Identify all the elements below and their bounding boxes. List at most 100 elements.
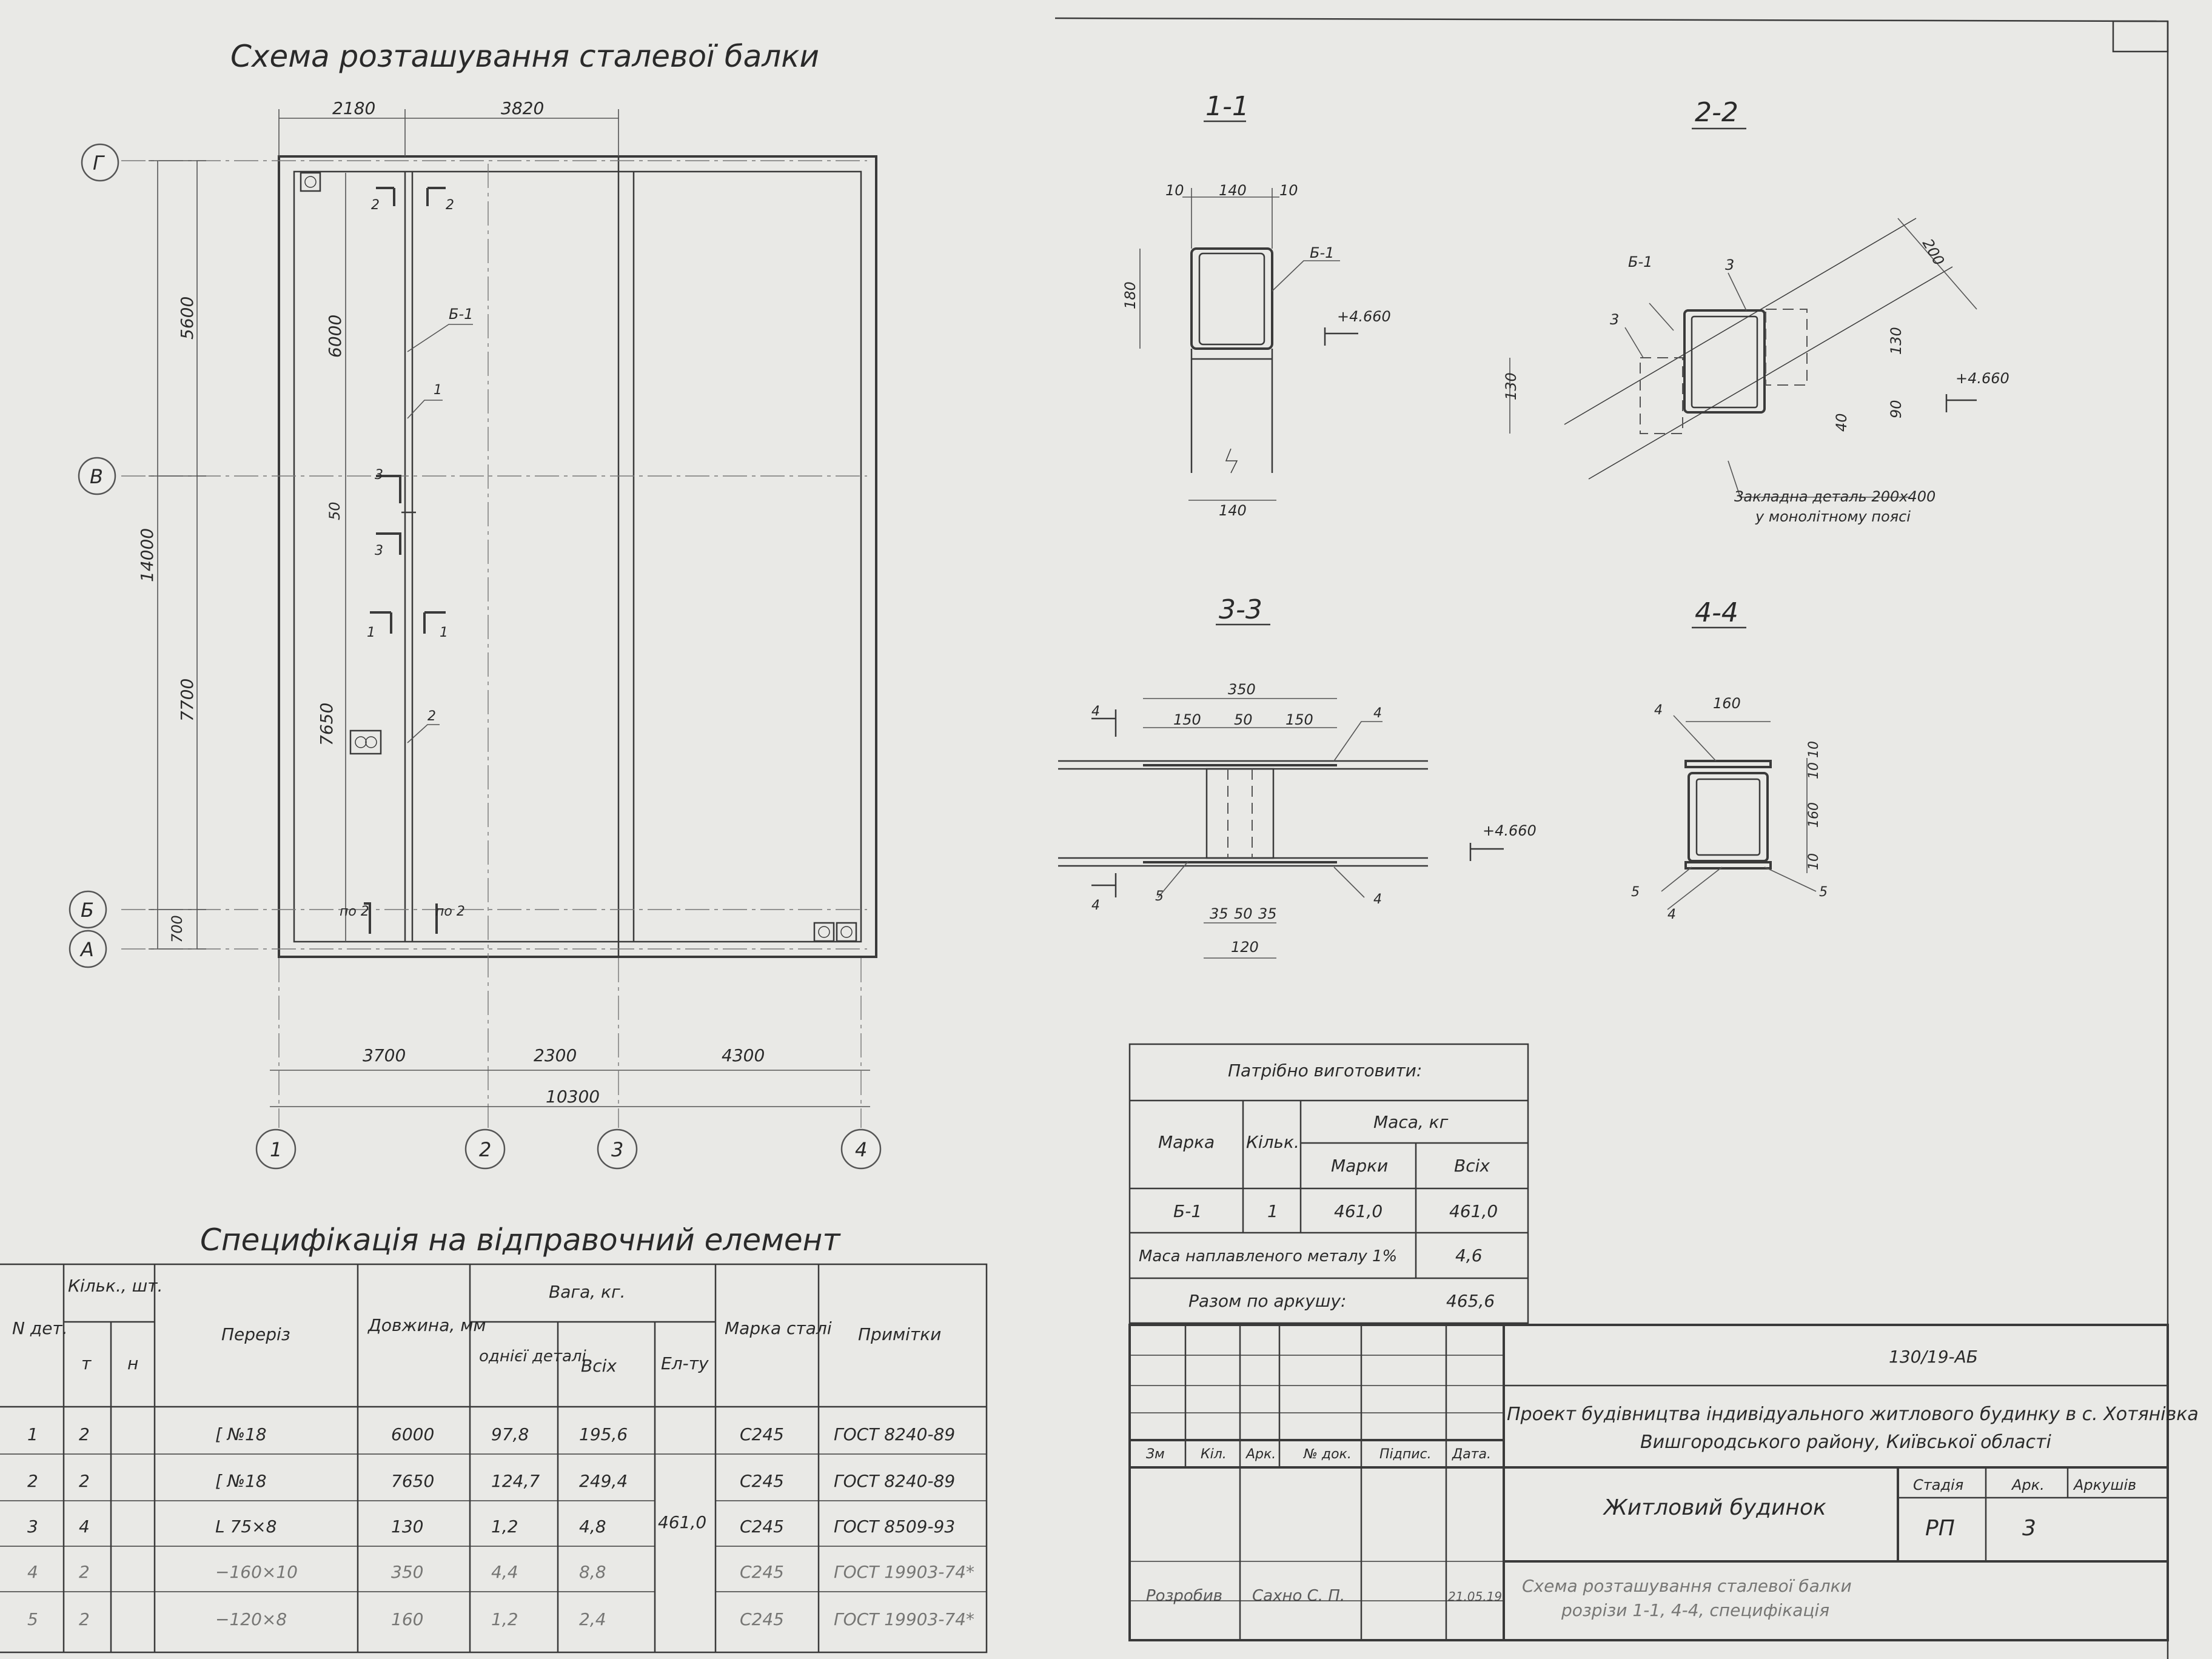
s22-dim-130b: 130 <box>1888 327 1905 355</box>
axis-2: 2 <box>479 1138 491 1161</box>
dim-total: 10300 <box>546 1087 600 1107</box>
dim-bottom-3: 4300 <box>722 1045 765 1065</box>
s33-label-4d: 4 <box>1373 892 1382 907</box>
need-col-mass-mark: Марки <box>1331 1156 1388 1176</box>
spec-cell-len: 350 <box>391 1562 423 1582</box>
s11-label-b1: Б-1 <box>1310 244 1334 261</box>
tb-desc-2: розрізи 1-1, 4-4, специфікація <box>1561 1600 1829 1620</box>
s44-dim-10a: 10 <box>1806 741 1822 758</box>
s11-dim-e: 140 <box>1219 502 1247 519</box>
s44-dim-10c: 10 <box>1806 853 1822 870</box>
spec-cell-steel: С245 <box>740 1517 784 1537</box>
s33-dim-150a: 150 <box>1173 711 1201 728</box>
s22-label-b1: Б-1 <box>1628 253 1652 270</box>
tb-stage: РП <box>1925 1516 1955 1541</box>
spec-h-section: Переріз <box>221 1324 290 1344</box>
spec-cell-note: ГОСТ 8240-89 <box>834 1424 955 1444</box>
s11-dim-a: 10 <box>1165 182 1184 199</box>
section-2-2 <box>1509 218 1977 498</box>
need-total-value: 465,6 <box>1446 1291 1495 1311</box>
s33-dim-50: 50 <box>1234 711 1253 728</box>
need-table <box>1128 1043 1529 1324</box>
spec-cell-t: 4 <box>79 1517 90 1537</box>
spec-cell-one: 97,8 <box>491 1424 529 1444</box>
s33-dim-35b: 35 <box>1258 905 1277 922</box>
spec-el-total: 461,0 <box>658 1512 706 1532</box>
need-col-mark: Марка <box>1158 1132 1215 1152</box>
spec-cell-all: 4,8 <box>579 1517 606 1537</box>
tb-sheets-h: Аркушів <box>2073 1476 2136 1493</box>
spec-h-one: однієї деталі <box>479 1347 587 1366</box>
axis-a: А <box>79 938 94 961</box>
spec-table <box>0 1263 988 1654</box>
spec-cell-sec: [ №18 <box>215 1424 267 1444</box>
spec-cell-sec: L 75×8 <box>215 1517 276 1537</box>
spec-title: Специфікація на відправочний елемент <box>200 1222 841 1258</box>
dim-left-3: 7700 <box>177 679 197 722</box>
dim-inner-2: 50 <box>326 501 343 520</box>
spec-cell-note: ГОСТ 8509-93 <box>834 1517 955 1537</box>
spec-cell-n: 3 <box>27 1517 38 1537</box>
s33-label-4c: 4 <box>1373 706 1382 721</box>
tb-building: Житловий будинок <box>1603 1495 1826 1520</box>
s22-label-3b: 3 <box>1610 311 1619 328</box>
spec-h-len: Довжина, мм <box>367 1315 486 1335</box>
tb-project-2: Вишгородського району, Київської області <box>1640 1432 2052 1453</box>
need-row-mass-all: 461,0 <box>1449 1201 1498 1221</box>
need-weld-value: 4,6 <box>1455 1245 1483 1265</box>
s22-note-1: Закладна деталь 200х400 <box>1734 488 1936 505</box>
mark-2: 2 <box>427 709 436 724</box>
mark-1: 1 <box>434 383 442 398</box>
spec-cell-note: ГОСТ 19903-74* <box>834 1562 974 1582</box>
need-title: Патрібно виготовити: <box>1228 1061 1422 1081</box>
spec-h-all: Всіх <box>581 1356 617 1376</box>
spec-cell-sec: −160×10 <box>215 1562 298 1582</box>
s22-label-3a: 3 <box>1725 256 1734 273</box>
spec-cell-sec: [ №18 <box>215 1471 267 1491</box>
spec-cell-note: ГОСТ 19903-74* <box>834 1609 974 1629</box>
spec-cell-sec: −120×8 <box>215 1609 287 1629</box>
s33-dim-50b: 50 <box>1234 905 1253 922</box>
spec-cell-steel: С245 <box>740 1609 784 1629</box>
tb-stage-h: Стадія <box>1913 1476 1963 1493</box>
s44-label-4a: 4 <box>1654 703 1663 718</box>
tb-project: Проект будівництва індивідуального житло… <box>1507 1404 2199 1425</box>
section-3-3-title: 3-3 <box>1219 594 1262 625</box>
s33-dim-350: 350 <box>1228 681 1256 698</box>
dim-inner-3: 7650 <box>317 703 337 746</box>
plan-view <box>121 109 877 1128</box>
tb-sheet: 3 <box>2022 1516 2036 1541</box>
mark-2b: 2 <box>446 198 454 213</box>
s11-dim-b: 140 <box>1219 182 1247 199</box>
spec-cell-all: 8,8 <box>579 1562 606 1582</box>
mark-3b: 3 <box>375 543 383 558</box>
spec-cell-t: 2 <box>79 1471 90 1491</box>
dim-top-2: 3820 <box>501 98 544 118</box>
s22-dim-90: 90 <box>1888 400 1905 418</box>
s33-dim-35a: 35 <box>1210 905 1228 922</box>
axis-g: Г <box>93 152 105 175</box>
dim-bottom-2: 2300 <box>534 1045 577 1065</box>
mark-1a: 1 <box>367 625 375 640</box>
axis-4: 4 <box>855 1138 867 1161</box>
spec-cell-steel: С245 <box>740 1471 784 1491</box>
spec-cell-t: 2 <box>79 1609 90 1629</box>
s33-label-4b: 4 <box>1091 898 1100 913</box>
dim-left-1: 5600 <box>177 297 197 340</box>
tb-code: 130/19-АБ <box>1889 1347 1978 1367</box>
tb-sheet-h: Арк. <box>2011 1476 2045 1493</box>
s22-dim-40: 40 <box>1833 413 1850 432</box>
need-row-qty: 1 <box>1267 1201 1278 1221</box>
tb-col-kil: Кіл. <box>1201 1447 1227 1462</box>
s11-dim-d: 180 <box>1122 281 1139 309</box>
spec-h-num: N дет. <box>12 1318 68 1338</box>
s33-level: +4.660 <box>1483 822 1537 839</box>
spec-cell-one: 4,4 <box>491 1562 518 1582</box>
plan-title: Схема розташування сталевої балки <box>230 39 819 74</box>
spec-cell-steel: С245 <box>740 1562 784 1582</box>
s22-dim-130a: 130 <box>1503 372 1520 400</box>
spec-cell-all: 2,4 <box>579 1609 606 1629</box>
spec-cell-n: 1 <box>27 1424 38 1444</box>
spec-h-t: т <box>81 1353 92 1373</box>
